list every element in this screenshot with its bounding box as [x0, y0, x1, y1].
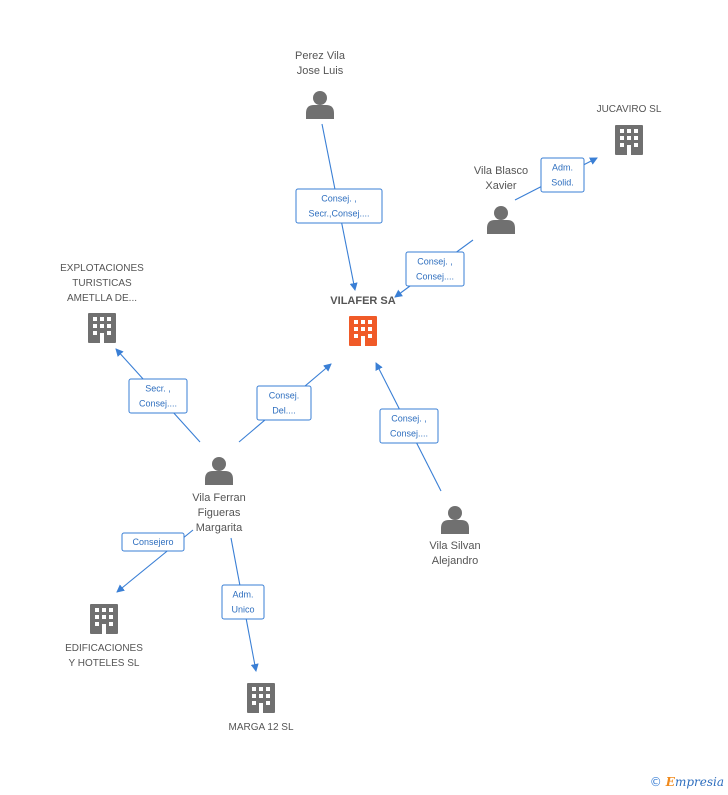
edge-label-box[interactable]	[256, 385, 312, 421]
building-icon	[90, 604, 118, 634]
building-icon	[615, 125, 643, 155]
edge-ferran-to-edificaciones: Consejero	[116, 529, 194, 593]
edge-label-text: Del....	[272, 406, 296, 416]
node-vilafer[interactable]: VILAFER SA	[330, 295, 396, 346]
edge-label-text: Solid.	[551, 178, 574, 188]
node-label: AMETLLA DE...	[67, 293, 137, 304]
edge-label-text: Unico	[231, 605, 254, 615]
edge-label-text: Consej. ,	[321, 194, 357, 204]
edge-silvan-to-vilafer: Consej. , Consej....	[375, 362, 442, 492]
edge-label-text: Adm.	[552, 163, 573, 173]
node-jucaviro[interactable]: JUCAVIRO SL	[597, 104, 662, 155]
edge-label-text: Consej....	[139, 399, 177, 409]
edge-label-text: Adm.	[232, 590, 253, 600]
edge-label-box[interactable]	[128, 378, 188, 414]
edges-layer: Consej. , Secr.,Consej.... Adm. Solid. Conse…	[115, 123, 598, 672]
node-label: Xavier	[485, 180, 517, 192]
building-icon	[349, 316, 377, 346]
node-edificaciones[interactable]: EDIFICACIONES Y HOTELES SL	[65, 604, 143, 669]
person-icon	[487, 206, 515, 234]
edge-label-box[interactable]	[221, 584, 265, 620]
node-label: Y HOTELES SL	[69, 658, 140, 669]
edge-label-box[interactable]	[540, 157, 585, 193]
edge-label-box[interactable]	[121, 532, 185, 552]
node-label: Figueras	[198, 507, 241, 519]
edge-perez-to-vilafer: Consej. , Secr.,Consej....	[295, 123, 383, 291]
edge-ferran-to-vilafer: Consej. Del....	[238, 363, 332, 443]
building-icon	[88, 313, 116, 343]
person-icon	[306, 91, 334, 119]
edge-label-text: Consej....	[390, 429, 428, 439]
node-label: Vila Silvan	[429, 540, 480, 552]
brand-initial: E	[665, 775, 675, 789]
person-icon	[205, 457, 233, 485]
edge-label-box[interactable]	[379, 408, 439, 444]
brand-name: mpresia	[674, 775, 724, 789]
edge-label-text: Consej. ,	[391, 414, 427, 424]
node-label: Alejandro	[432, 555, 478, 567]
node-explotaciones[interactable]: EXPLOTACIONES TURISTICAS AMETLLA DE...	[60, 263, 144, 343]
node-label: MARGA 12 SL	[228, 722, 293, 733]
edge-label-box[interactable]	[405, 251, 465, 287]
edge-blasco-to-jucaviro: Adm. Solid.	[514, 157, 598, 201]
node-label: EXPLOTACIONES	[60, 263, 144, 274]
node-label: EDIFICACIONES	[65, 643, 143, 654]
edge-ferran-to-marga: Adm. Unico	[221, 537, 265, 672]
node-label: Jose Luis	[297, 65, 344, 77]
edge-label-text: Secr.,Consej....	[308, 209, 369, 219]
node-label: Margarita	[196, 522, 243, 534]
node-label: JUCAVIRO SL	[597, 104, 662, 115]
node-label: TURISTICAS	[72, 278, 132, 289]
copyright-icon: ©	[649, 775, 662, 789]
edge-blasco-to-vilafer: Consej. , Consej....	[394, 239, 474, 298]
node-label: Perez Vila	[295, 50, 346, 62]
edge-ferran-to-explotaciones: Secr. , Consej....	[115, 348, 201, 443]
person-icon	[441, 506, 469, 534]
node-label: VILAFER SA	[330, 295, 395, 307]
node-label: Vila Ferran	[192, 492, 246, 504]
building-icon	[247, 683, 275, 713]
edge-label-text: Consej. ,	[417, 257, 453, 267]
node-marga[interactable]: MARGA 12 SL	[228, 683, 294, 733]
edge-label-text: Secr. ,	[145, 384, 171, 394]
edge-label-box[interactable]	[295, 188, 383, 224]
edge-label-text: Consejero	[132, 537, 173, 547]
watermark: ©Empresia	[650, 775, 724, 789]
edge-label-text: Consej....	[416, 272, 454, 282]
edge-label-text: Consej.	[269, 391, 300, 401]
node-label: Vila Blasco	[474, 165, 528, 177]
